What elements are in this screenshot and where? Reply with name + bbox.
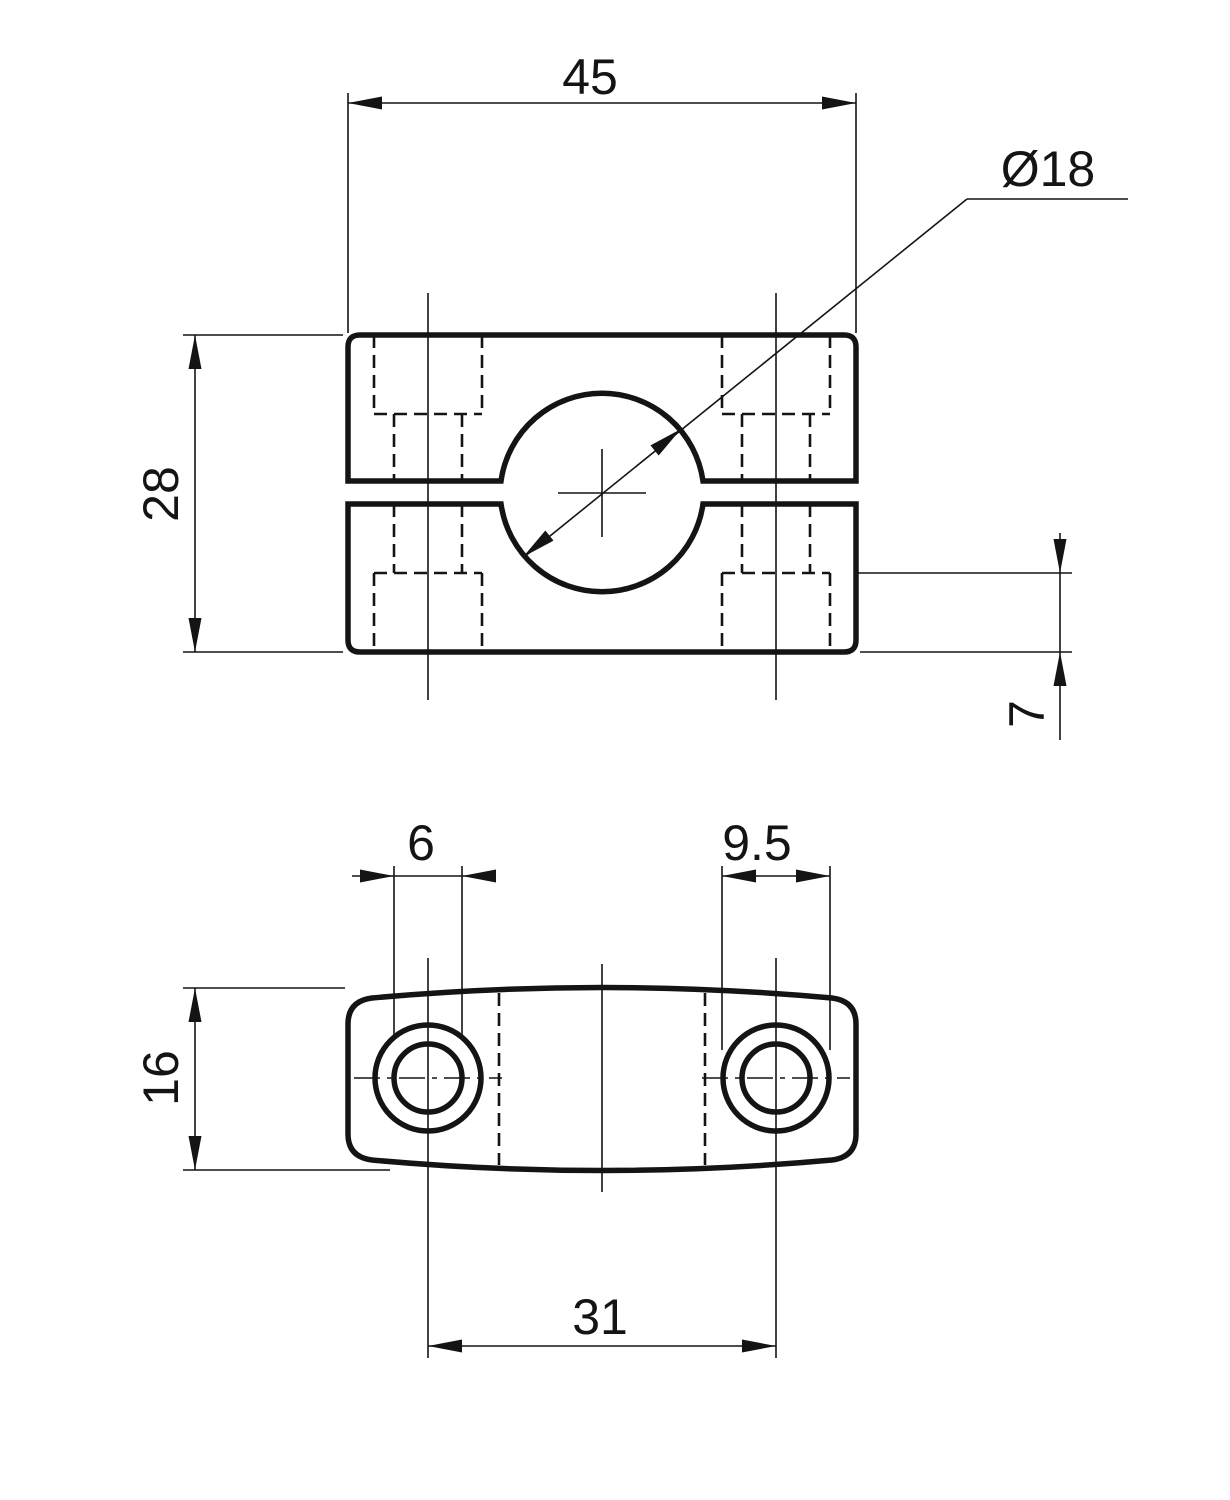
- counterbore-diameter-label: 9.5: [722, 815, 792, 871]
- hole-diameter-label: 6: [407, 815, 435, 871]
- hidden-counterbore-upper-left: [372, 335, 484, 481]
- thickness-dimension-label: 16: [133, 1050, 189, 1106]
- hole-spacing-dimension: 31: [428, 1289, 776, 1353]
- width-dimension-label: 45: [562, 49, 618, 105]
- top-view: 6 9.5 16 31: [133, 815, 859, 1358]
- counterbore-diameter-dimension: 9.5: [721, 815, 831, 1050]
- front-view: 45 28 Ø18 7: [133, 49, 1128, 740]
- front-view-hole-centerlines: [427, 293, 777, 700]
- right-hole: [720, 1022, 832, 1134]
- hidden-counterbore-lower-right: [720, 504, 832, 652]
- lower-clamp-half-outline: [345, 501, 859, 655]
- height-dimension-label: 28: [133, 466, 189, 522]
- counterbore-depth-dimension: 7: [858, 533, 1072, 740]
- hidden-bore-projection: [497, 993, 707, 1165]
- height-dimension: 28: [133, 334, 343, 653]
- upper-clamp-half-outline: [345, 332, 859, 484]
- hole-spacing-label: 31: [572, 1289, 628, 1345]
- hidden-counterbore-lower-left: [372, 504, 484, 652]
- width-dimension: 45: [347, 49, 857, 333]
- bore-diameter-label: Ø18: [1001, 141, 1096, 197]
- left-hole: [372, 1022, 484, 1134]
- top-view-body-outline: [345, 984, 859, 1174]
- thickness-dimension: 16: [133, 987, 390, 1171]
- counterbore-depth-label: 7: [999, 700, 1055, 728]
- bore-diameter-dimension: Ø18: [518, 141, 1128, 563]
- hole-diameter-dimension: 6: [352, 815, 496, 1040]
- hidden-counterbore-upper-right: [720, 335, 832, 481]
